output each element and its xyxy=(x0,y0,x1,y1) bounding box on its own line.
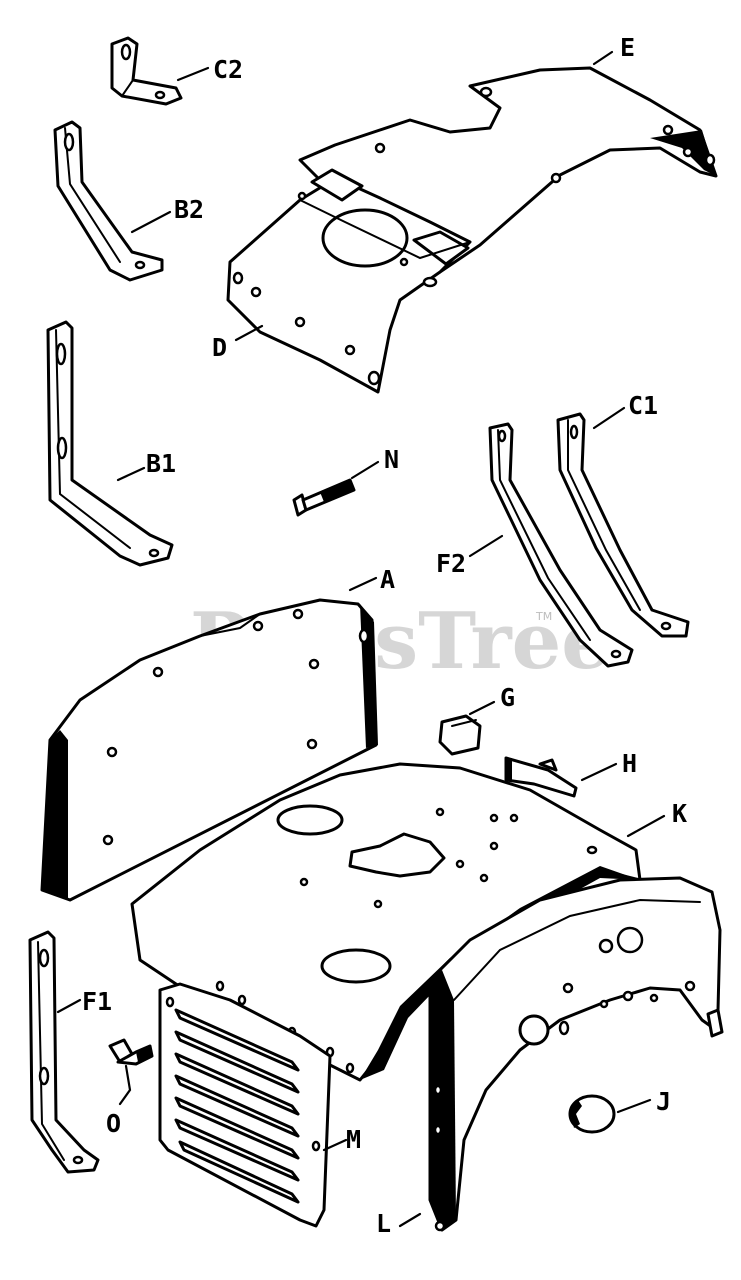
callout-labels: C2 E B2 D C1 B1 N F2 A G H K F1 J O M L xyxy=(82,33,687,1238)
part-c2-bracket xyxy=(110,36,210,106)
part-g-clip xyxy=(438,700,496,756)
label-c1: C1 xyxy=(628,391,658,420)
part-a-panel xyxy=(40,576,378,902)
part-k-hood xyxy=(130,762,666,1082)
label-b2: B2 xyxy=(174,195,204,224)
label-n: N xyxy=(384,445,399,474)
part-b1-bracket xyxy=(46,320,174,567)
label-j: J xyxy=(656,1087,671,1116)
watermark-trademark: TM xyxy=(535,610,552,623)
part-n-bolt xyxy=(292,460,380,517)
part-d-shroud xyxy=(226,168,472,394)
label-e: E xyxy=(620,33,635,62)
label-f2: F2 xyxy=(436,549,466,578)
label-g: G xyxy=(500,683,515,712)
label-k: K xyxy=(672,799,687,828)
label-f1: F1 xyxy=(82,987,112,1016)
part-f2-strap xyxy=(468,422,634,668)
part-f1-strap xyxy=(28,930,100,1174)
label-c2: C2 xyxy=(213,55,243,84)
label-b1: B1 xyxy=(146,449,176,478)
part-b2-bracket xyxy=(53,120,172,282)
label-m: M xyxy=(346,1125,361,1154)
part-h-clip xyxy=(504,756,618,798)
label-d: D xyxy=(212,333,227,362)
part-m-grille xyxy=(158,982,348,1228)
part-l-front-panel xyxy=(398,876,724,1232)
part-c1-strap xyxy=(556,406,690,638)
part-o-wing-screw xyxy=(108,1038,154,1106)
label-a: A xyxy=(380,565,395,594)
part-j-knob xyxy=(568,1094,652,1134)
label-o: O xyxy=(106,1109,121,1138)
label-l: L xyxy=(376,1209,391,1238)
label-h: H xyxy=(622,749,637,778)
grille-slots xyxy=(174,1008,300,1204)
